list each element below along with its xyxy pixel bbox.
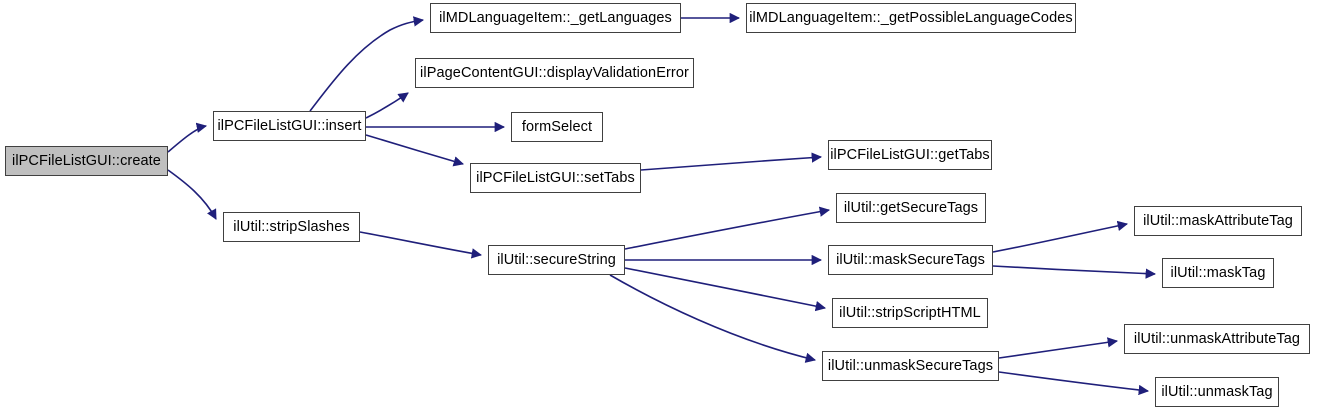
call-edge-unmaskSecureTags-to-unmaskTag — [998, 371, 1150, 396]
graph-node-displayValidationError[interactable]: ilPageContentGUI::displayValidationError — [415, 58, 694, 88]
graph-node-unmaskAttributeTag[interactable]: ilUtil::unmaskAttributeTag — [1124, 324, 1310, 354]
graph-node-secureString[interactable]: ilUtil::secureString — [488, 245, 625, 275]
graph-node-create[interactable]: ilPCFileListGUI::create — [5, 146, 168, 176]
graph-node-insert[interactable]: ilPCFileListGUI::insert — [213, 111, 366, 141]
graph-node-unmaskTag[interactable]: ilUtil::unmaskTag — [1155, 377, 1279, 407]
call-edge-secureString-to-getSecureTags — [624, 206, 831, 250]
call-edge-insert-to-getLanguages — [309, 16, 425, 112]
call-edge-insert-to-setTabs — [365, 134, 464, 167]
graph-node-getLanguages[interactable]: ilMDLanguageItem::_getLanguages — [430, 3, 681, 33]
graph-node-stripSlashes[interactable]: ilUtil::stripSlashes — [223, 212, 360, 242]
call-edge-stripSlashes-to-secureString — [359, 231, 483, 259]
graph-node-maskTag[interactable]: ilUtil::maskTag — [1162, 258, 1274, 288]
call-edge-create-to-stripSlashes — [167, 169, 217, 220]
graph-node-setTabs[interactable]: ilPCFileListGUI::setTabs — [470, 163, 641, 193]
call-edge-insert-to-displayValidationError — [365, 92, 409, 119]
graph-node-maskSecureTags[interactable]: ilUtil::maskSecureTags — [828, 245, 993, 275]
graph-node-getPossibleLanguageCodes[interactable]: ilMDLanguageItem::_getPossibleLanguageCo… — [746, 3, 1076, 33]
graph-node-getSecureTags[interactable]: ilUtil::getSecureTags — [836, 193, 986, 223]
call-edge-secureString-to-unmaskSecureTags — [609, 274, 817, 363]
graph-node-formSelect[interactable]: formSelect — [511, 112, 603, 142]
call-edge-create-to-insert — [167, 122, 208, 153]
call-edge-maskSecureTags-to-maskTag — [992, 265, 1157, 279]
graph-node-unmaskSecureTags[interactable]: ilUtil::unmaskSecureTags — [822, 351, 999, 381]
call-edge-unmaskSecureTags-to-unmaskAttributeTag — [998, 337, 1119, 359]
call-edge-setTabs-to-getTabs — [640, 152, 823, 171]
graph-node-stripScriptHTML[interactable]: ilUtil::stripScriptHTML — [832, 298, 988, 328]
graph-node-maskAttributeTag[interactable]: ilUtil::maskAttributeTag — [1134, 206, 1302, 236]
call-edge-secureString-to-stripScriptHTML — [624, 267, 827, 312]
call-edge-maskSecureTags-to-maskAttributeTag — [992, 220, 1129, 253]
graph-node-getTabs[interactable]: ilPCFileListGUI::getTabs — [828, 140, 992, 170]
